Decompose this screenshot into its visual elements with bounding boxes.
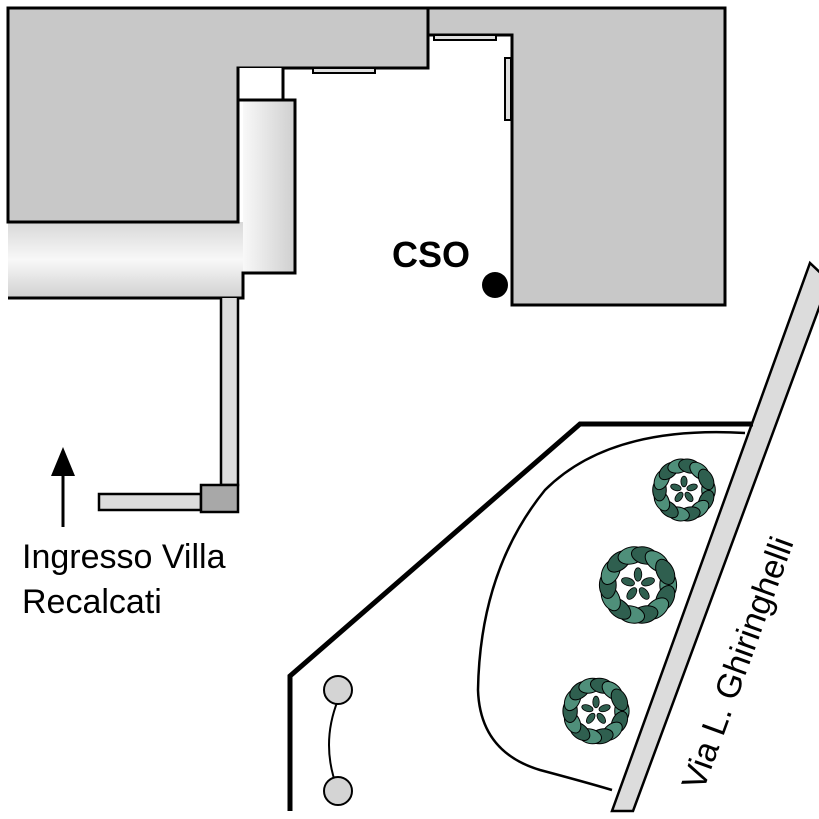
tree-icon [652, 458, 716, 522]
tree-leaf [581, 704, 594, 713]
tree-leaf [626, 587, 638, 600]
lamp-post-icon [323, 675, 353, 705]
arrow-head [51, 447, 75, 476]
tree-leaf [638, 587, 650, 600]
tree-leaf [596, 712, 606, 724]
tree-leaf [641, 577, 655, 587]
garden-bed [476, 430, 746, 792]
street-label: Via L. Ghiringhelli [675, 532, 802, 795]
tree-icon [598, 546, 678, 624]
cso-dot-marker-icon [482, 272, 508, 298]
street-road [610, 260, 819, 813]
tree-leaf [670, 483, 682, 492]
tree-leaf [655, 558, 676, 585]
building-left [6, 6, 430, 224]
tree-leaf [674, 491, 684, 503]
tree-leaf [598, 704, 611, 713]
walkway-vertical [219, 298, 240, 487]
entrance-label-line2: Recalcati [22, 583, 162, 621]
courtyard-wall [236, 68, 285, 102]
window-marker [312, 67, 376, 74]
building-right [426, 6, 727, 307]
tree-icon [562, 677, 630, 745]
tree-leaf [684, 491, 694, 503]
tree-leaf [697, 468, 715, 491]
tree-leaf [610, 688, 629, 712]
tree-leaf [586, 712, 596, 724]
corridor-horizontal [8, 222, 243, 298]
walkway-horizontal [97, 492, 203, 512]
entrance-gate [199, 483, 240, 514]
tree-leaf [621, 577, 635, 587]
tree-leaf [592, 695, 600, 709]
corridor-vertical [243, 100, 295, 273]
window-marker [433, 34, 497, 41]
tree-leaf [680, 475, 688, 488]
entrance-label-line1: Ingresso Villa [22, 538, 226, 576]
cso-label: CSO [392, 234, 470, 275]
plot-boundary [287, 421, 753, 811]
corridor-outline [8, 98, 297, 300]
tree-leaf [686, 483, 698, 492]
tree-leaf [633, 567, 643, 582]
lamp-post-icon [323, 776, 353, 806]
window-marker [504, 57, 512, 121]
